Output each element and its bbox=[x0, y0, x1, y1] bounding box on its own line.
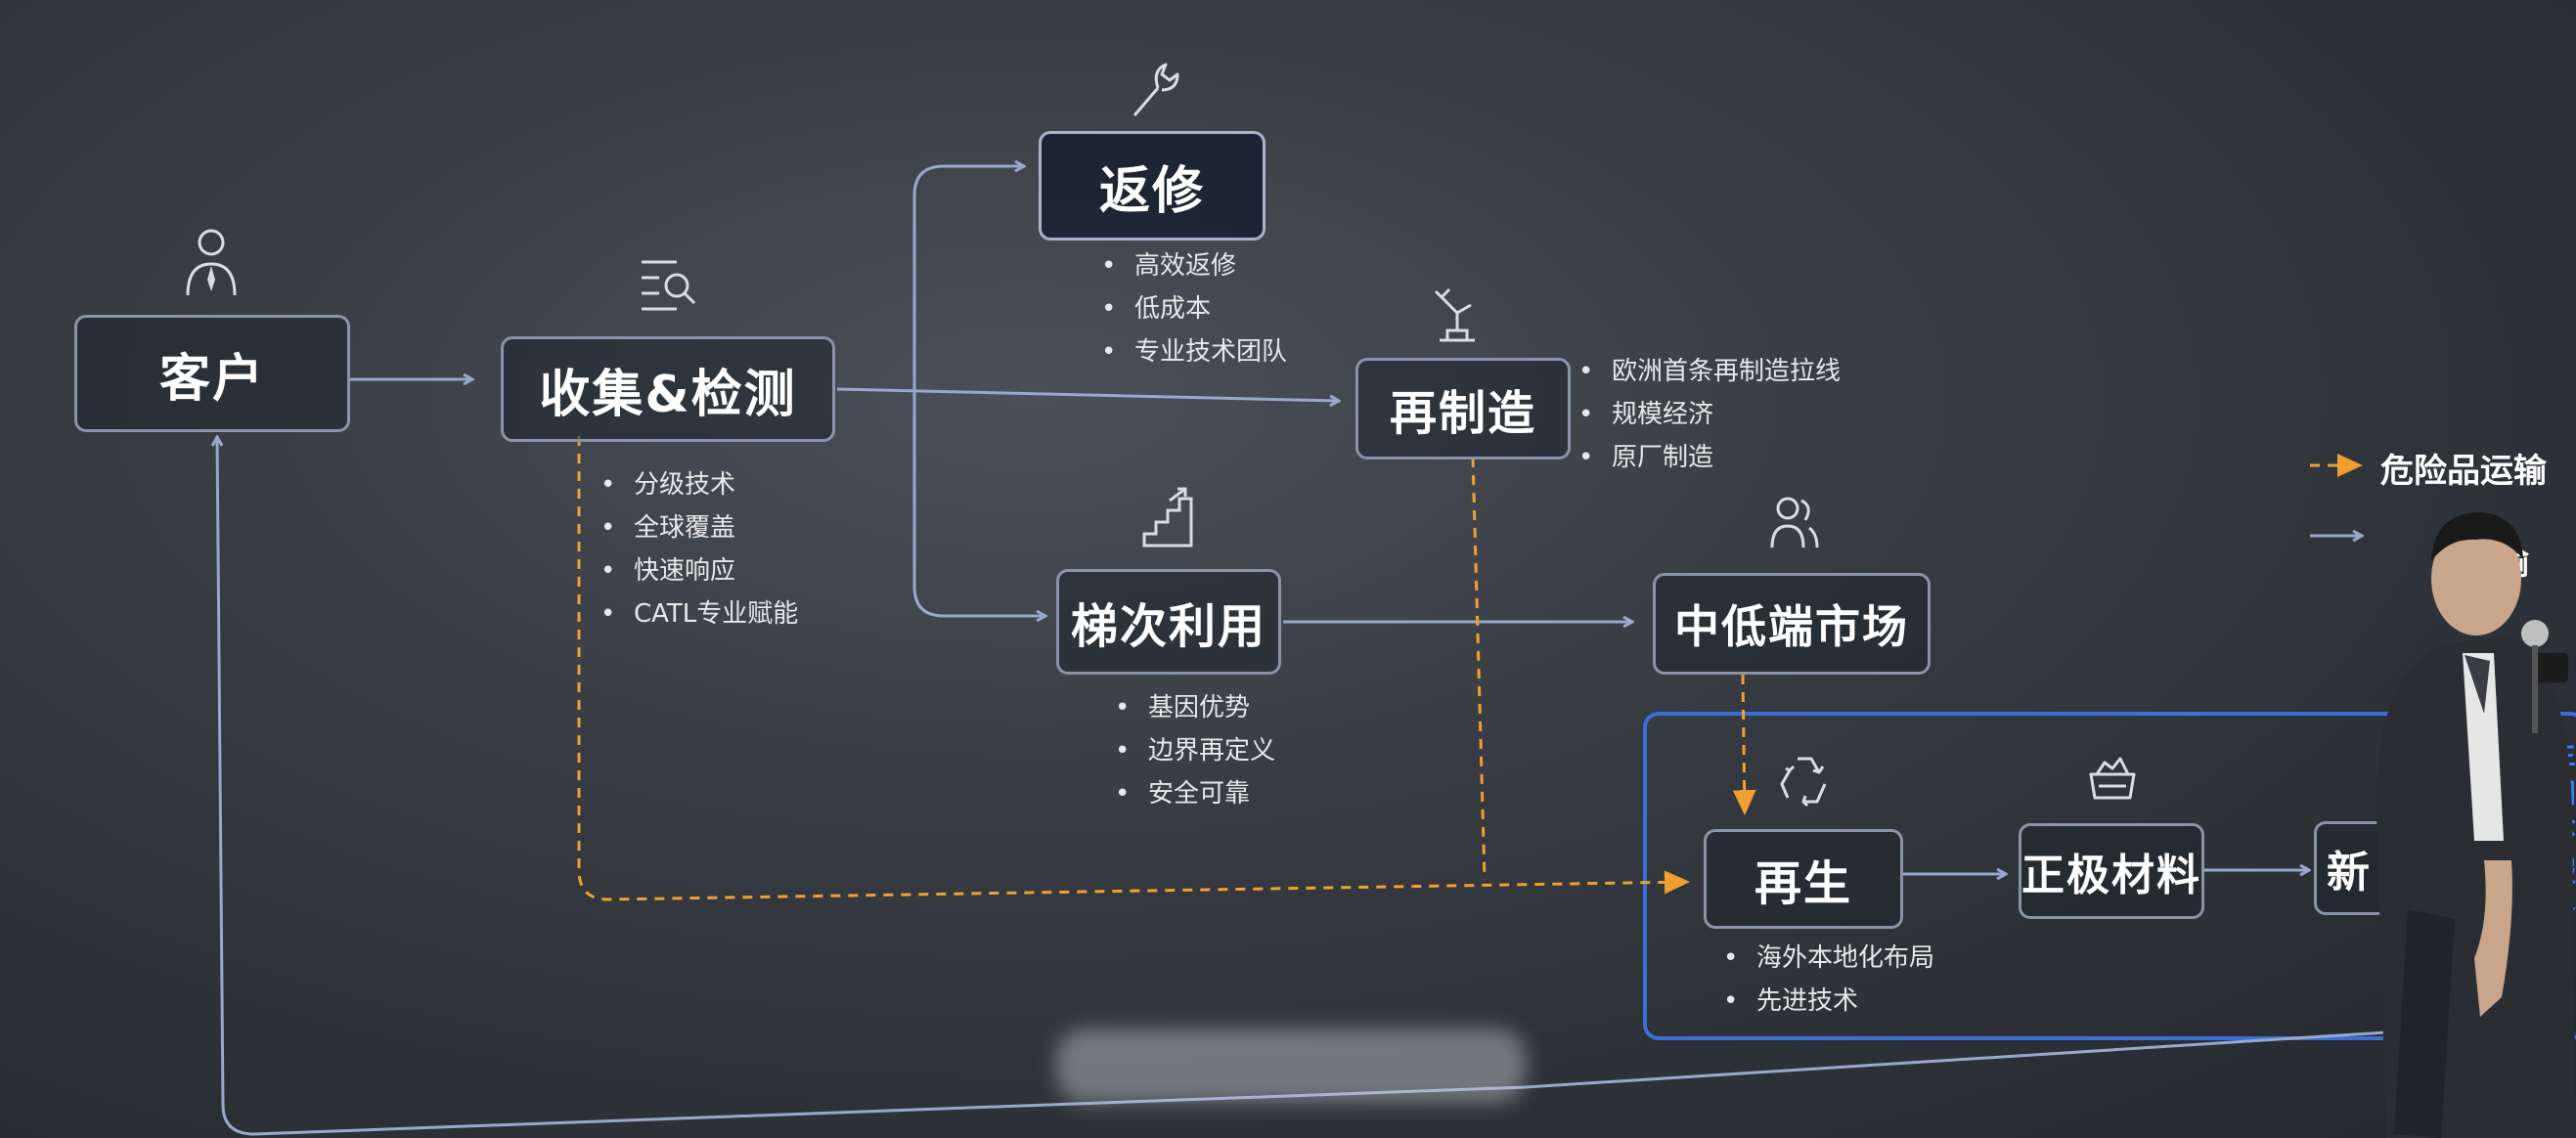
person-icon bbox=[186, 229, 237, 296]
node-collect-detect: 收集&检测 bbox=[501, 336, 835, 442]
recycle-icon bbox=[1780, 757, 1827, 808]
link-collect-repair bbox=[912, 166, 1023, 389]
hazmat-market-regen bbox=[1732, 674, 1756, 815]
bullet-item: 安全可靠 bbox=[1115, 772, 1275, 815]
bullet-item: 先进技术 bbox=[1723, 980, 1934, 1023]
link-collect-cascade bbox=[912, 389, 1044, 616]
bullet-item: CATL专业赋能 bbox=[600, 592, 798, 635]
search-list-icon bbox=[642, 260, 696, 311]
bullets-regeneration: 海外本地化布局 先进技术 bbox=[1723, 937, 1934, 1023]
node-repair: 返修 bbox=[1039, 131, 1266, 241]
legend-hazmat-label: 危险品运输 bbox=[2380, 452, 2547, 491]
hazmat-collect-regen bbox=[577, 436, 1690, 901]
bullet-item: 全球覆盖 bbox=[600, 506, 798, 549]
bullet-item: 快速响应 bbox=[600, 549, 798, 592]
bullet-item: 低成本 bbox=[1101, 287, 1287, 330]
bullet-item: 规模经济 bbox=[1578, 393, 1841, 436]
bullet-item: 原厂制造 bbox=[1578, 436, 1841, 479]
bullets-collect: 分级技术 全球覆盖 快速响应 CATL专业赋能 bbox=[600, 463, 798, 635]
link-collect-reman bbox=[836, 387, 1338, 401]
robot-arm-icon bbox=[1434, 287, 1475, 342]
node-cathode-material: 正极材料 bbox=[2019, 823, 2204, 919]
node-cascade-use: 梯次利用 bbox=[1056, 569, 1281, 675]
bullets-cascade: 基因优势 边界再定义 安全可靠 bbox=[1115, 686, 1275, 815]
blurred-watermark bbox=[1056, 1029, 1526, 1103]
speaker-figure bbox=[2376, 512, 2576, 1138]
hazmat-reman-down bbox=[1471, 457, 1487, 881]
bullet-item: 基因优势 bbox=[1115, 686, 1275, 729]
node-remanufacture: 再制造 bbox=[1355, 358, 1571, 460]
node-lowend-market: 中低端市场 bbox=[1653, 573, 1931, 675]
bullet-item: 海外本地化布局 bbox=[1723, 937, 1934, 980]
material-box-icon bbox=[2089, 757, 2136, 800]
regen-frame bbox=[1643, 712, 2576, 1040]
users-icon bbox=[1770, 497, 1819, 548]
bullet-item: 专业技术团队 bbox=[1101, 330, 1287, 373]
bullet-item: 高效返修 bbox=[1101, 244, 1287, 287]
link-return-customer bbox=[217, 438, 2387, 1136]
bullet-item: 欧洲首条再制造拉线 bbox=[1578, 350, 1841, 393]
bullets-remanufacture: 欧洲首条再制造拉线 规模经济 原厂制造 bbox=[1578, 350, 1841, 479]
bullets-repair: 高效返修 低成本 专业技术团队 bbox=[1101, 244, 1287, 373]
bullet-item: 边界再定义 bbox=[1115, 729, 1275, 772]
wrench-icon bbox=[1133, 63, 1179, 116]
node-customer: 客户 bbox=[74, 315, 350, 432]
stairs-icon bbox=[1142, 487, 1193, 547]
bullet-item: 分级技术 bbox=[600, 463, 798, 506]
node-regeneration: 再生 bbox=[1704, 829, 1903, 929]
